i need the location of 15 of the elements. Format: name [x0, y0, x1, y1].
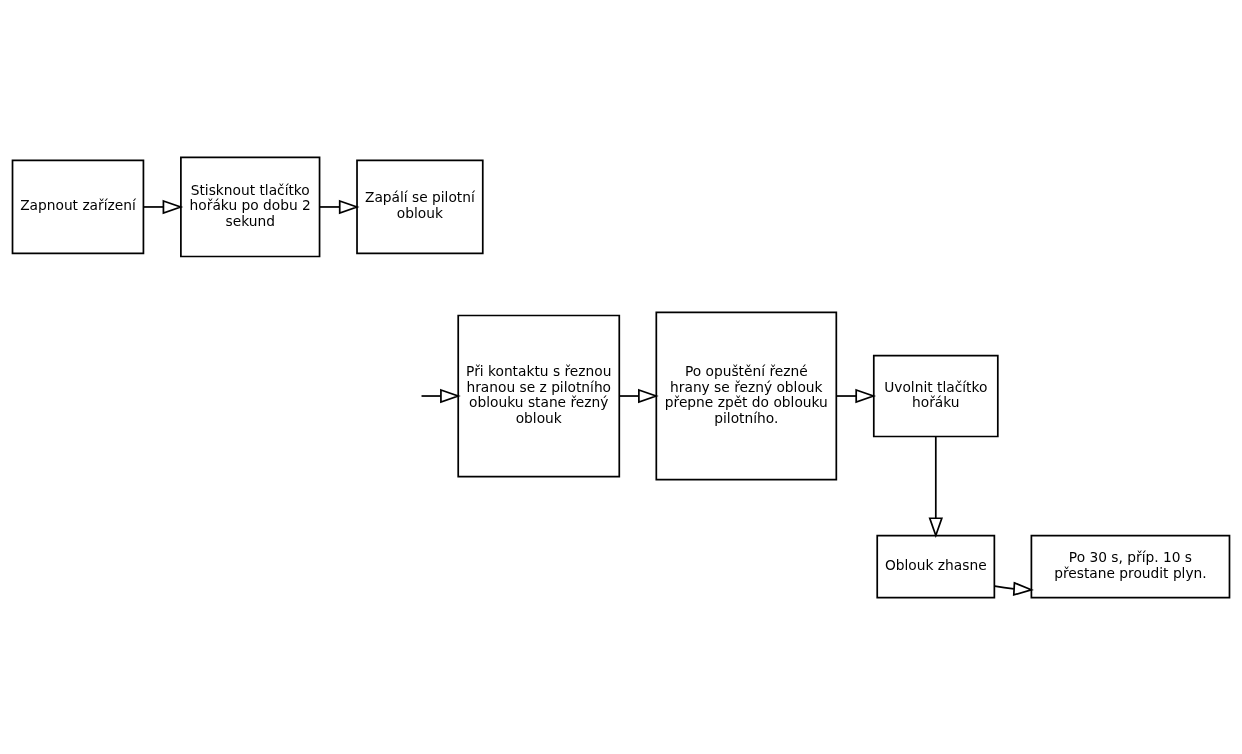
arrow	[835, 388, 877, 403]
arrow	[618, 388, 659, 403]
node-box: Po opuštění řezné hrany se řezný oblouk přepne zpět do oblouku pilotního.	[655, 311, 838, 480]
node-box: Oblouk zhasne	[876, 534, 996, 598]
arrow	[142, 199, 184, 214]
arrow	[993, 581, 1034, 596]
node-box: Zapálí se pilotní oblouk	[356, 159, 484, 254]
arrow	[318, 199, 360, 214]
arrow	[420, 388, 461, 403]
node-box: Stisknout tlačítko hořáku po dobu 2 sekund	[180, 156, 321, 257]
arrow	[928, 435, 944, 538]
node-box: Při kontaktu s řeznou hranou se z pilotního oblouku stane řezný oblouk	[457, 314, 621, 477]
node-box: Po 30 s, příp. 10 s přestane proudit plyn.	[1030, 534, 1231, 598]
node-box: Uvolnit tlačítko hořáku	[872, 354, 999, 437]
node-box: Zapnout zařízení	[11, 159, 145, 254]
